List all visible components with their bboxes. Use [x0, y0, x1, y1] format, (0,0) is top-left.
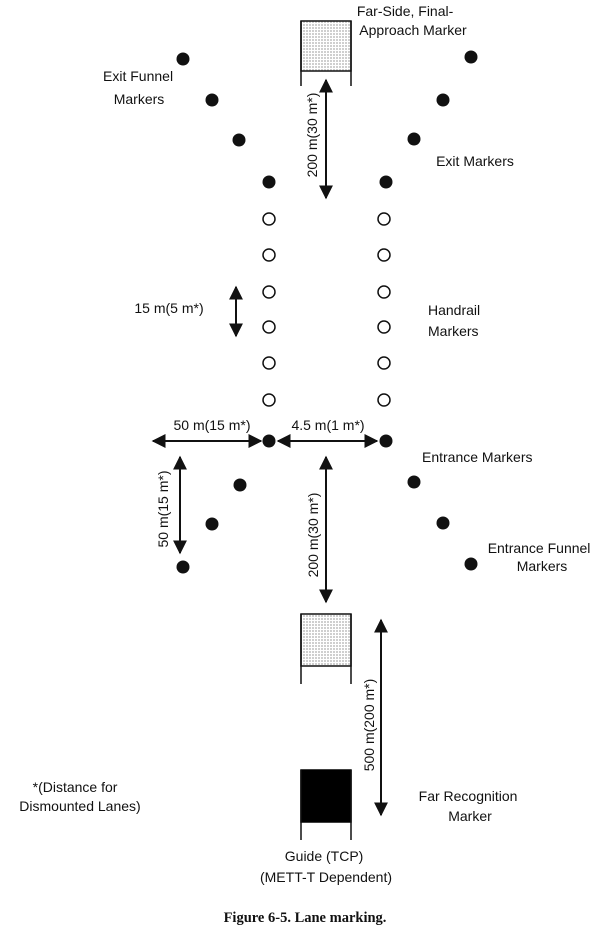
- entrance-funnel-marker: [464, 557, 478, 571]
- handrail-marker: [262, 285, 276, 299]
- entrance-marker: [379, 434, 393, 448]
- far-recognition-marker: [300, 613, 352, 684]
- entrance-funnel-marker: [407, 475, 421, 489]
- exit-funnel-marker: [464, 50, 478, 64]
- far-side-marker-label: Far-Side, Final- Approach Marker: [357, 3, 467, 38]
- exit-funnel-marker: [407, 132, 421, 146]
- entrance-funnel-marker: [436, 516, 450, 530]
- handrail-marker: [377, 356, 391, 370]
- top-gap-label: 200 m(30 m*): [304, 93, 320, 178]
- far-recognition-label: Far Recognition Marker: [419, 788, 522, 824]
- handrail-label: Handrail Markers: [428, 302, 484, 339]
- handrail-marker: [262, 393, 276, 407]
- handrail-marker: [377, 320, 391, 334]
- exit-funnel-marker: [436, 93, 450, 107]
- handrail-marker: [377, 285, 391, 299]
- entrance-funnel-marker: [205, 517, 219, 531]
- entrance-to-marker-label: 200 m(30 m*): [305, 493, 321, 578]
- handrail-marker: [377, 248, 391, 262]
- handrail-spacing-label: 15 m(5 m*): [134, 300, 203, 316]
- figure-caption: Figure 6-5. Lane marking.: [224, 910, 387, 926]
- funnel-spacing-label: 50 m(15 m*): [155, 470, 171, 547]
- handrail-marker: [262, 320, 276, 334]
- guide-marker: [300, 769, 352, 840]
- handrail-marker: [377, 212, 391, 226]
- handrail-marker: [377, 393, 391, 407]
- entrance-funnel-label: Entrance Funnel Markers: [488, 540, 595, 574]
- handrail-marker: [262, 356, 276, 370]
- entrance-marker: [262, 434, 276, 448]
- footnote: *(Distance for Dismounted Lanes): [19, 779, 140, 814]
- marker-to-guide-label: 500 m(200 m*): [361, 679, 377, 772]
- exit-funnel-marker: [205, 93, 219, 107]
- lane-to-funnel-label: 50 m(15 m*): [173, 417, 250, 433]
- exit-markers-label: Exit Markers: [436, 153, 514, 169]
- entrance-funnel-marker: [233, 478, 247, 492]
- guide-label: Guide (TCP) (METT-T Dependent): [260, 848, 392, 885]
- exit-funnel-marker: [232, 133, 246, 147]
- lane-width-label: 4.5 m(1 m*): [291, 417, 364, 433]
- entrance-markers-label: Entrance Markers: [422, 449, 532, 465]
- exit-marker: [379, 175, 393, 189]
- exit-funnel-label: Exit Funnel Markers: [103, 68, 177, 107]
- handrail-markers: [262, 212, 391, 407]
- entrance-funnel-marker: [176, 560, 190, 574]
- far-side-marker: [300, 20, 352, 86]
- exit-marker: [262, 175, 276, 189]
- handrail-marker: [262, 212, 276, 226]
- handrail-marker: [262, 248, 276, 262]
- exit-funnel-marker: [176, 52, 190, 66]
